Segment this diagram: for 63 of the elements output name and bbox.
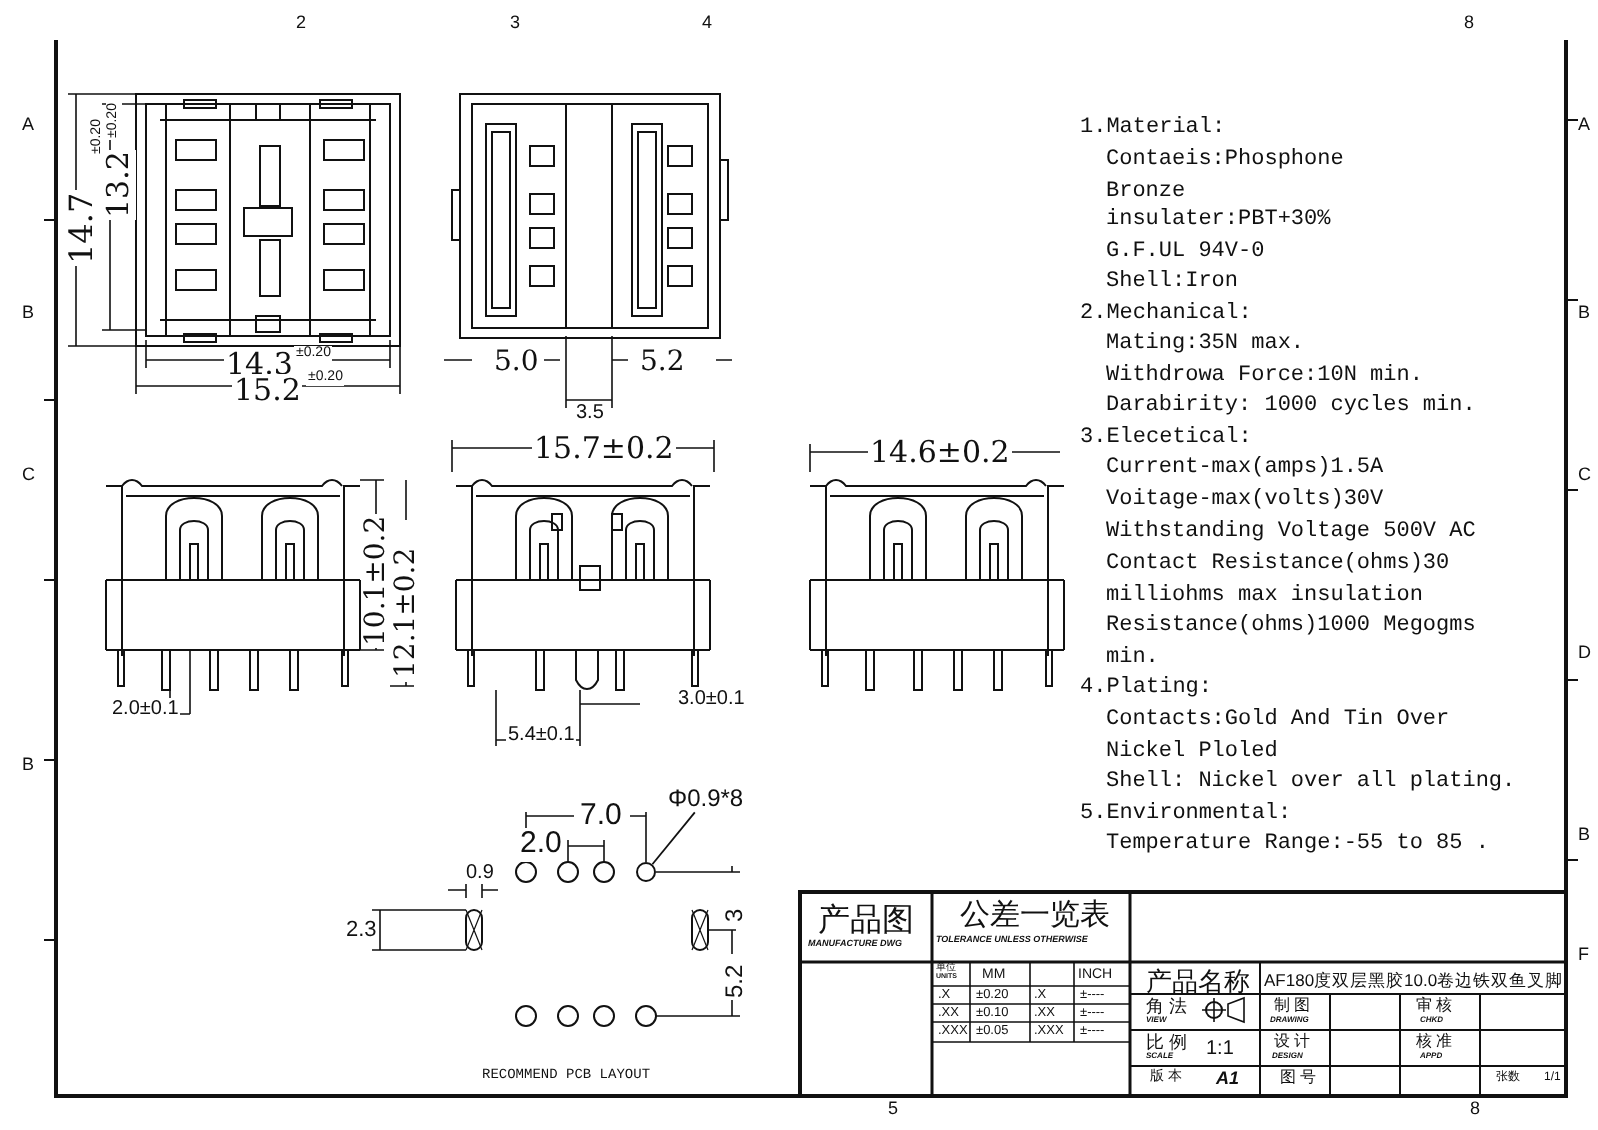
title-block-text: 图 号 [1280,1070,1317,1088]
dimension-label: 5.4±0.1 [506,724,577,746]
dimension-label: 3.5 [574,402,606,424]
spec-text: Mating:35N max. [1106,332,1305,357]
grid-reference: 2 [296,14,307,34]
spec-text: Withdrowa Force:10N min. [1106,364,1423,389]
spec-text: Current-max(amps)1.5A [1106,456,1384,481]
title-block-text: 产品名称 [1146,968,1250,997]
grid-reference: C [1578,466,1591,486]
title-block-text: 审 核 [1416,998,1453,1016]
grid-reference: 4 [702,14,713,34]
spec-text: 5.Environmental: [1080,802,1292,827]
title-block-text: 产品图 [818,904,914,939]
grid-reference: 8 [1470,1100,1481,1120]
grid-reference: 5 [888,1100,899,1120]
title-block-text: 公差一览表 [960,900,1110,933]
grid-reference: 8 [1464,14,1475,34]
title-block-text: 比 例 [1146,1034,1188,1052]
grid-reference: B [1578,826,1591,846]
spec-text: 2.Mechanical: [1080,302,1252,327]
spec-text: Voitage-max(volts)30V [1106,488,1384,513]
grid-reference: A [22,116,35,136]
title-block-text: 角 法 [1146,998,1188,1016]
spec-text: insulater:PBT+30% [1106,208,1331,233]
grid-reference: C [22,466,35,486]
dimension-label: 2.0 [518,828,564,861]
grid-reference: 3 [510,14,521,34]
grid-reference: B [1578,304,1591,324]
spec-text: Shell:Iron [1106,270,1239,295]
dimension-label: 0.9 [464,862,496,884]
spec-text: Withstanding Voltage 500V AC [1106,520,1476,545]
leader-line [651,811,696,866]
spec-text: Contact Resistance(ohms)30 milliohms max insulation Resistance(ohms)1000 Megogms min. [1106,550,1478,674]
dimension-label: 2.0±0.1 [110,698,181,720]
spec-text: 4.Plating: [1080,676,1213,701]
spec-text: Shell: Nickel over all plating. [1106,770,1516,795]
dimension-label: 14.6±0.2 [868,436,1012,469]
dimension-label: 3 [722,906,749,924]
title-block-text: 核 准 [1416,1034,1453,1052]
title-block-text: A1 [1216,1070,1240,1090]
spec-text: Temperature Range:-55 to 85 . [1106,832,1489,857]
grid-reference: A [1578,116,1591,136]
grid-reference: D [1578,644,1591,664]
dimension-label: 15.2 [232,374,303,407]
spec-text: G.F.UL 94V-0 [1106,240,1265,265]
dimension-label: 13.2 [102,149,135,220]
spec-text: 1.Material: [1080,116,1226,141]
callout-text: Φ0.9*8 [668,786,744,813]
drill-hole [636,862,656,882]
dimension-label: 5.2 [722,962,749,1000]
title-block-text: 制 图 [1274,998,1311,1016]
title-block-text: 设 计 [1274,1034,1311,1052]
grid-reference: B [22,756,35,776]
spec-text: 3.Elecetical: [1080,426,1252,451]
spec-text: Contacts:Gold And Tin Over Nickel Ploled [1106,706,1452,768]
dimension-label: 2.3 [344,918,379,943]
grid-reference: F [1578,946,1589,966]
dimension-label: 15.7±0.2 [532,432,676,465]
title-block-text: AF180度双层黑胶10.0卷边铁双鱼叉脚 [1264,972,1564,991]
dimension-label: 3.0±0.1 [676,688,747,710]
spec-text: Darabirity: 1000 cycles min. [1106,394,1476,419]
title-block-text: 1:1 [1206,1038,1234,1060]
grid-reference: B [22,304,35,324]
